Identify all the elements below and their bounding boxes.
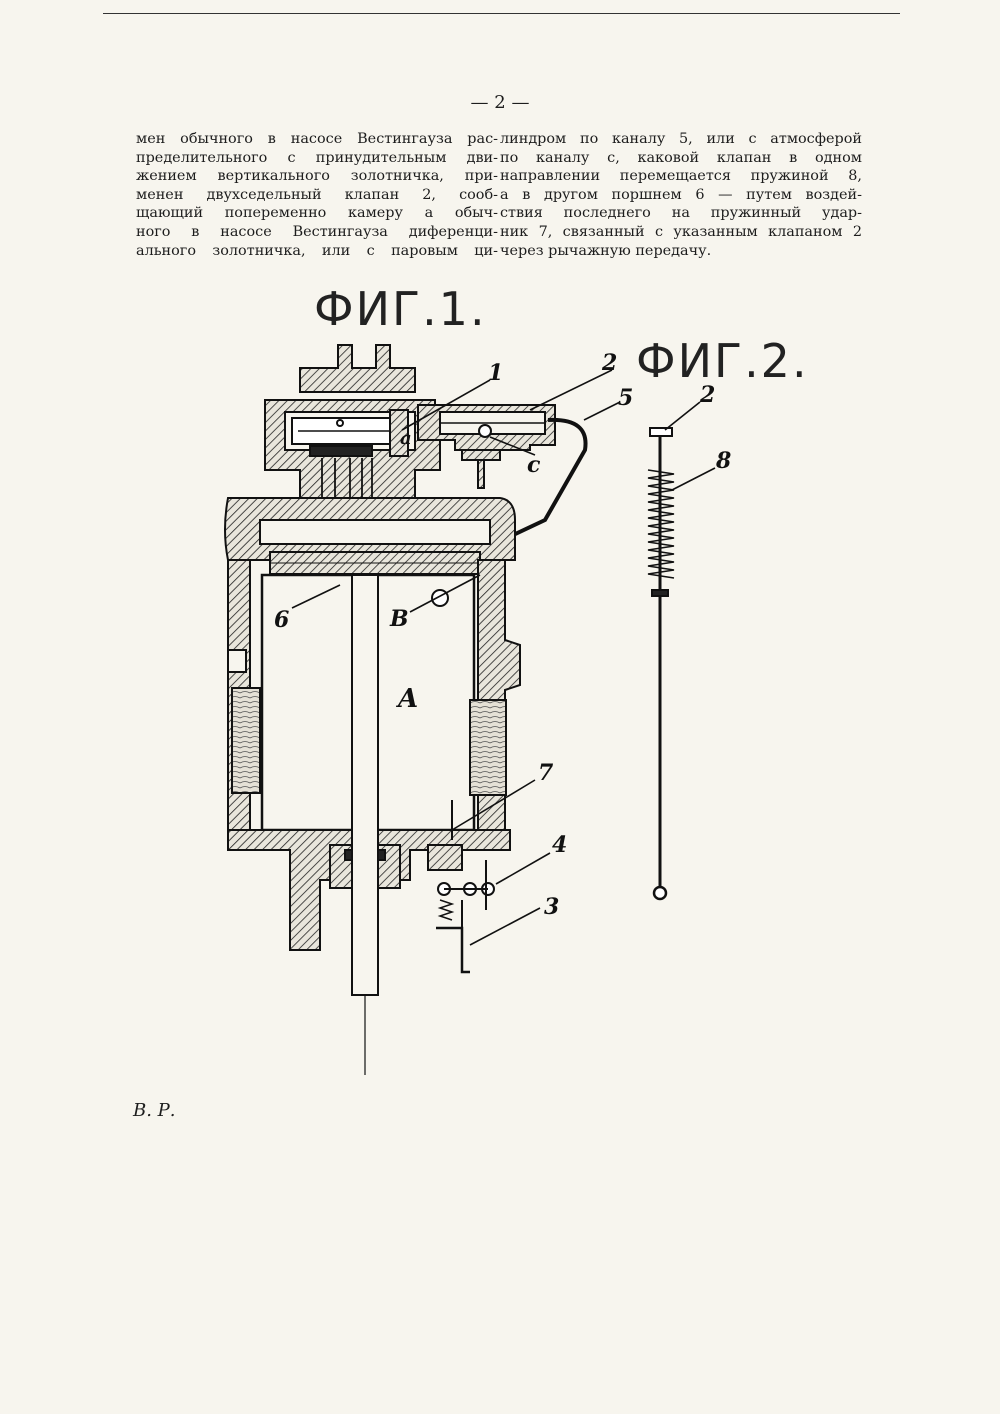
- callout-c: c: [527, 452, 541, 478]
- text-line: ного в насосе Вестингауза диференци-: [136, 223, 498, 240]
- rod-eye: [652, 885, 668, 901]
- callout-3: 3: [544, 894, 560, 920]
- fig2-callout-8: 8: [716, 448, 732, 474]
- callout-4: 4: [552, 832, 568, 858]
- text-line: ник 7, связанный с указанным клапаном 2: [500, 223, 862, 240]
- spring-lever: [437, 899, 455, 921]
- callout-2: 2: [602, 350, 618, 376]
- aux-valve-stem: [461, 449, 501, 489]
- text-column-right: линдром по каналу 5, или с атмосферой по…: [500, 130, 862, 260]
- callout-A: A: [398, 684, 419, 714]
- footer-mark: В. Р.: [133, 1100, 176, 1121]
- fig2-callout-2: 2: [700, 382, 716, 408]
- piston-rod: [351, 574, 379, 996]
- text-column-left: мен обычного в насосе Вестингауза рас- п…: [136, 130, 498, 260]
- callout-5: 5: [618, 385, 634, 411]
- page-number: — 2 —: [470, 92, 530, 113]
- top-rule: [103, 13, 900, 14]
- valve-seat: [309, 445, 373, 457]
- callout-6: 6: [274, 607, 290, 633]
- spring-8: [647, 469, 675, 579]
- text-line: через рычажную передачу.: [500, 242, 712, 259]
- text-line: менен двухседельный клапан 2, сооб-: [136, 186, 498, 203]
- fig1-drawing: [224, 344, 588, 1075]
- top-fitting: [299, 344, 416, 393]
- figure-1-label: ФИГ.1.: [314, 282, 487, 336]
- text-line: по каналу c, каковой клапан в одном: [500, 149, 862, 166]
- text-line: щающий попеременно камеру a обыч-: [136, 205, 498, 222]
- channel-pipe-5: [491, 417, 588, 547]
- text-line: направлении перемещается пружиной 8,: [500, 168, 862, 185]
- figure-2-label: ФИГ.2.: [636, 334, 809, 388]
- callout-7: 7: [538, 760, 554, 786]
- callout-B: B: [390, 606, 409, 632]
- text-line: линдром по каналу 5, или с атмосферой: [500, 131, 862, 147]
- text-line: пределительного с принудительным дви-: [136, 149, 498, 166]
- text-line: ствия последнего на пружинный удар-: [500, 205, 862, 222]
- leader-lines: [291, 369, 716, 946]
- lever-mount: [427, 844, 463, 871]
- insulation-left: [231, 687, 261, 794]
- valve-cap: [649, 427, 673, 437]
- fig2-drawing: [647, 427, 675, 901]
- text-line: ального золотничка, или с паровым ци-: [136, 242, 498, 259]
- callout-1: 1: [488, 360, 504, 386]
- text-line: а в другом поршнем 6 — путем воздей-: [500, 186, 862, 203]
- cylinder-bottom: [227, 829, 511, 951]
- text-line: мен обычного в насосе Вестингауза рас-: [136, 131, 498, 147]
- callout-a: a: [400, 428, 412, 449]
- insulation-right: [469, 699, 507, 796]
- valve-piston: [389, 409, 409, 457]
- text-line: жением вертикального золотничка, при-: [136, 168, 498, 185]
